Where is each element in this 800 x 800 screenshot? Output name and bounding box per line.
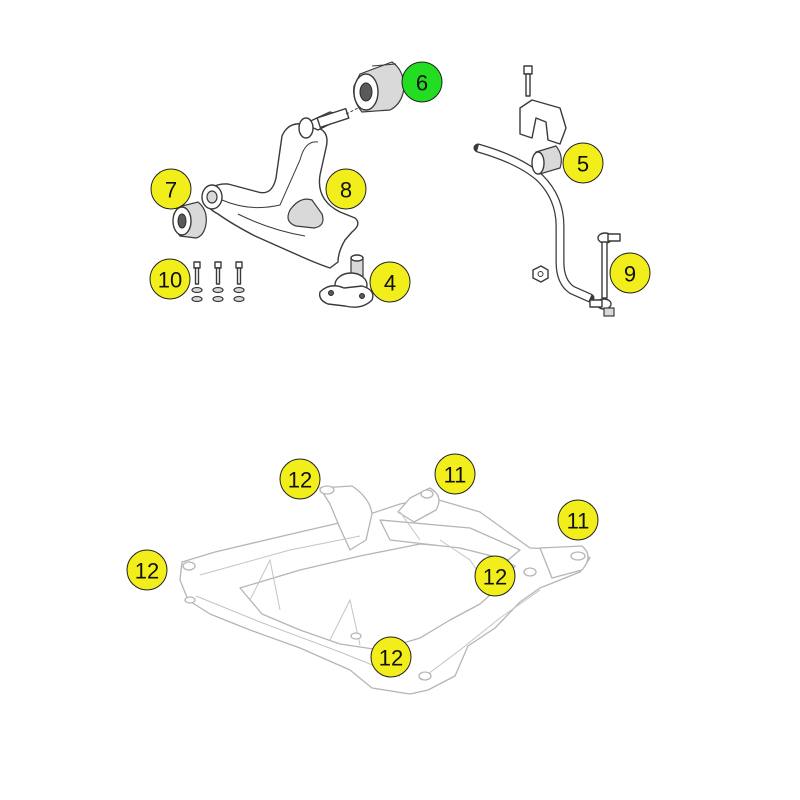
callout-circle	[434, 453, 476, 495]
callout-circle	[369, 261, 411, 303]
callout-circle	[279, 458, 321, 500]
callout-8: 8	[325, 168, 367, 210]
callout-label: 10	[158, 268, 182, 293]
callout-circle	[609, 252, 651, 294]
bushing-7-drawing	[172, 201, 207, 239]
callout-circle	[150, 168, 192, 210]
callout-12d: 12	[370, 636, 412, 678]
callout-circle	[325, 168, 367, 210]
callout-layer: 6 5 7 8 9 10 4 12 11 11 12 12 12	[126, 61, 651, 678]
callout-12b: 12	[126, 549, 168, 591]
ball-joint-4-drawing	[318, 254, 374, 308]
callout-label: 11	[444, 463, 467, 488]
callout-11b: 11	[557, 499, 599, 541]
callout-circle	[149, 258, 191, 300]
callout-label: 12	[379, 646, 403, 671]
callout-10: 10	[149, 258, 191, 300]
callout-7: 7	[150, 168, 192, 210]
stabilizer-bar-drawing	[473, 143, 595, 303]
callout-label: 12	[135, 559, 159, 584]
callout-circle	[557, 499, 599, 541]
callout-circle	[401, 61, 443, 103]
callout-circle	[474, 555, 516, 597]
stabilizer-link-9-drawing	[589, 232, 621, 317]
callout-label: 12	[288, 468, 312, 493]
callout-circle	[370, 636, 412, 678]
callout-label: 8	[340, 178, 352, 203]
bushing-6-drawing	[353, 61, 405, 113]
callout-label: 11	[567, 509, 590, 534]
callout-9: 9	[609, 252, 651, 294]
callout-circle	[126, 549, 168, 591]
control-arm-drawing	[201, 102, 369, 269]
callout-11a: 11	[434, 453, 476, 495]
callout-4: 4	[369, 261, 411, 303]
callout-label: 9	[624, 262, 636, 287]
subframe-drawing	[179, 485, 591, 695]
callout-12c: 12	[474, 555, 516, 597]
callout-label: 4	[384, 271, 396, 296]
callout-6: 6	[401, 61, 443, 103]
callout-label: 5	[577, 152, 589, 177]
callout-label: 7	[165, 178, 177, 203]
callout-circle	[562, 142, 604, 184]
callout-label: 6	[416, 71, 428, 96]
callout-5: 5	[562, 142, 604, 184]
stabilizer-clamp-5-drawing	[519, 65, 567, 175]
callout-label: 12	[483, 565, 507, 590]
callout-12a: 12	[279, 458, 321, 500]
bolt-set-10-drawing	[191, 261, 245, 303]
